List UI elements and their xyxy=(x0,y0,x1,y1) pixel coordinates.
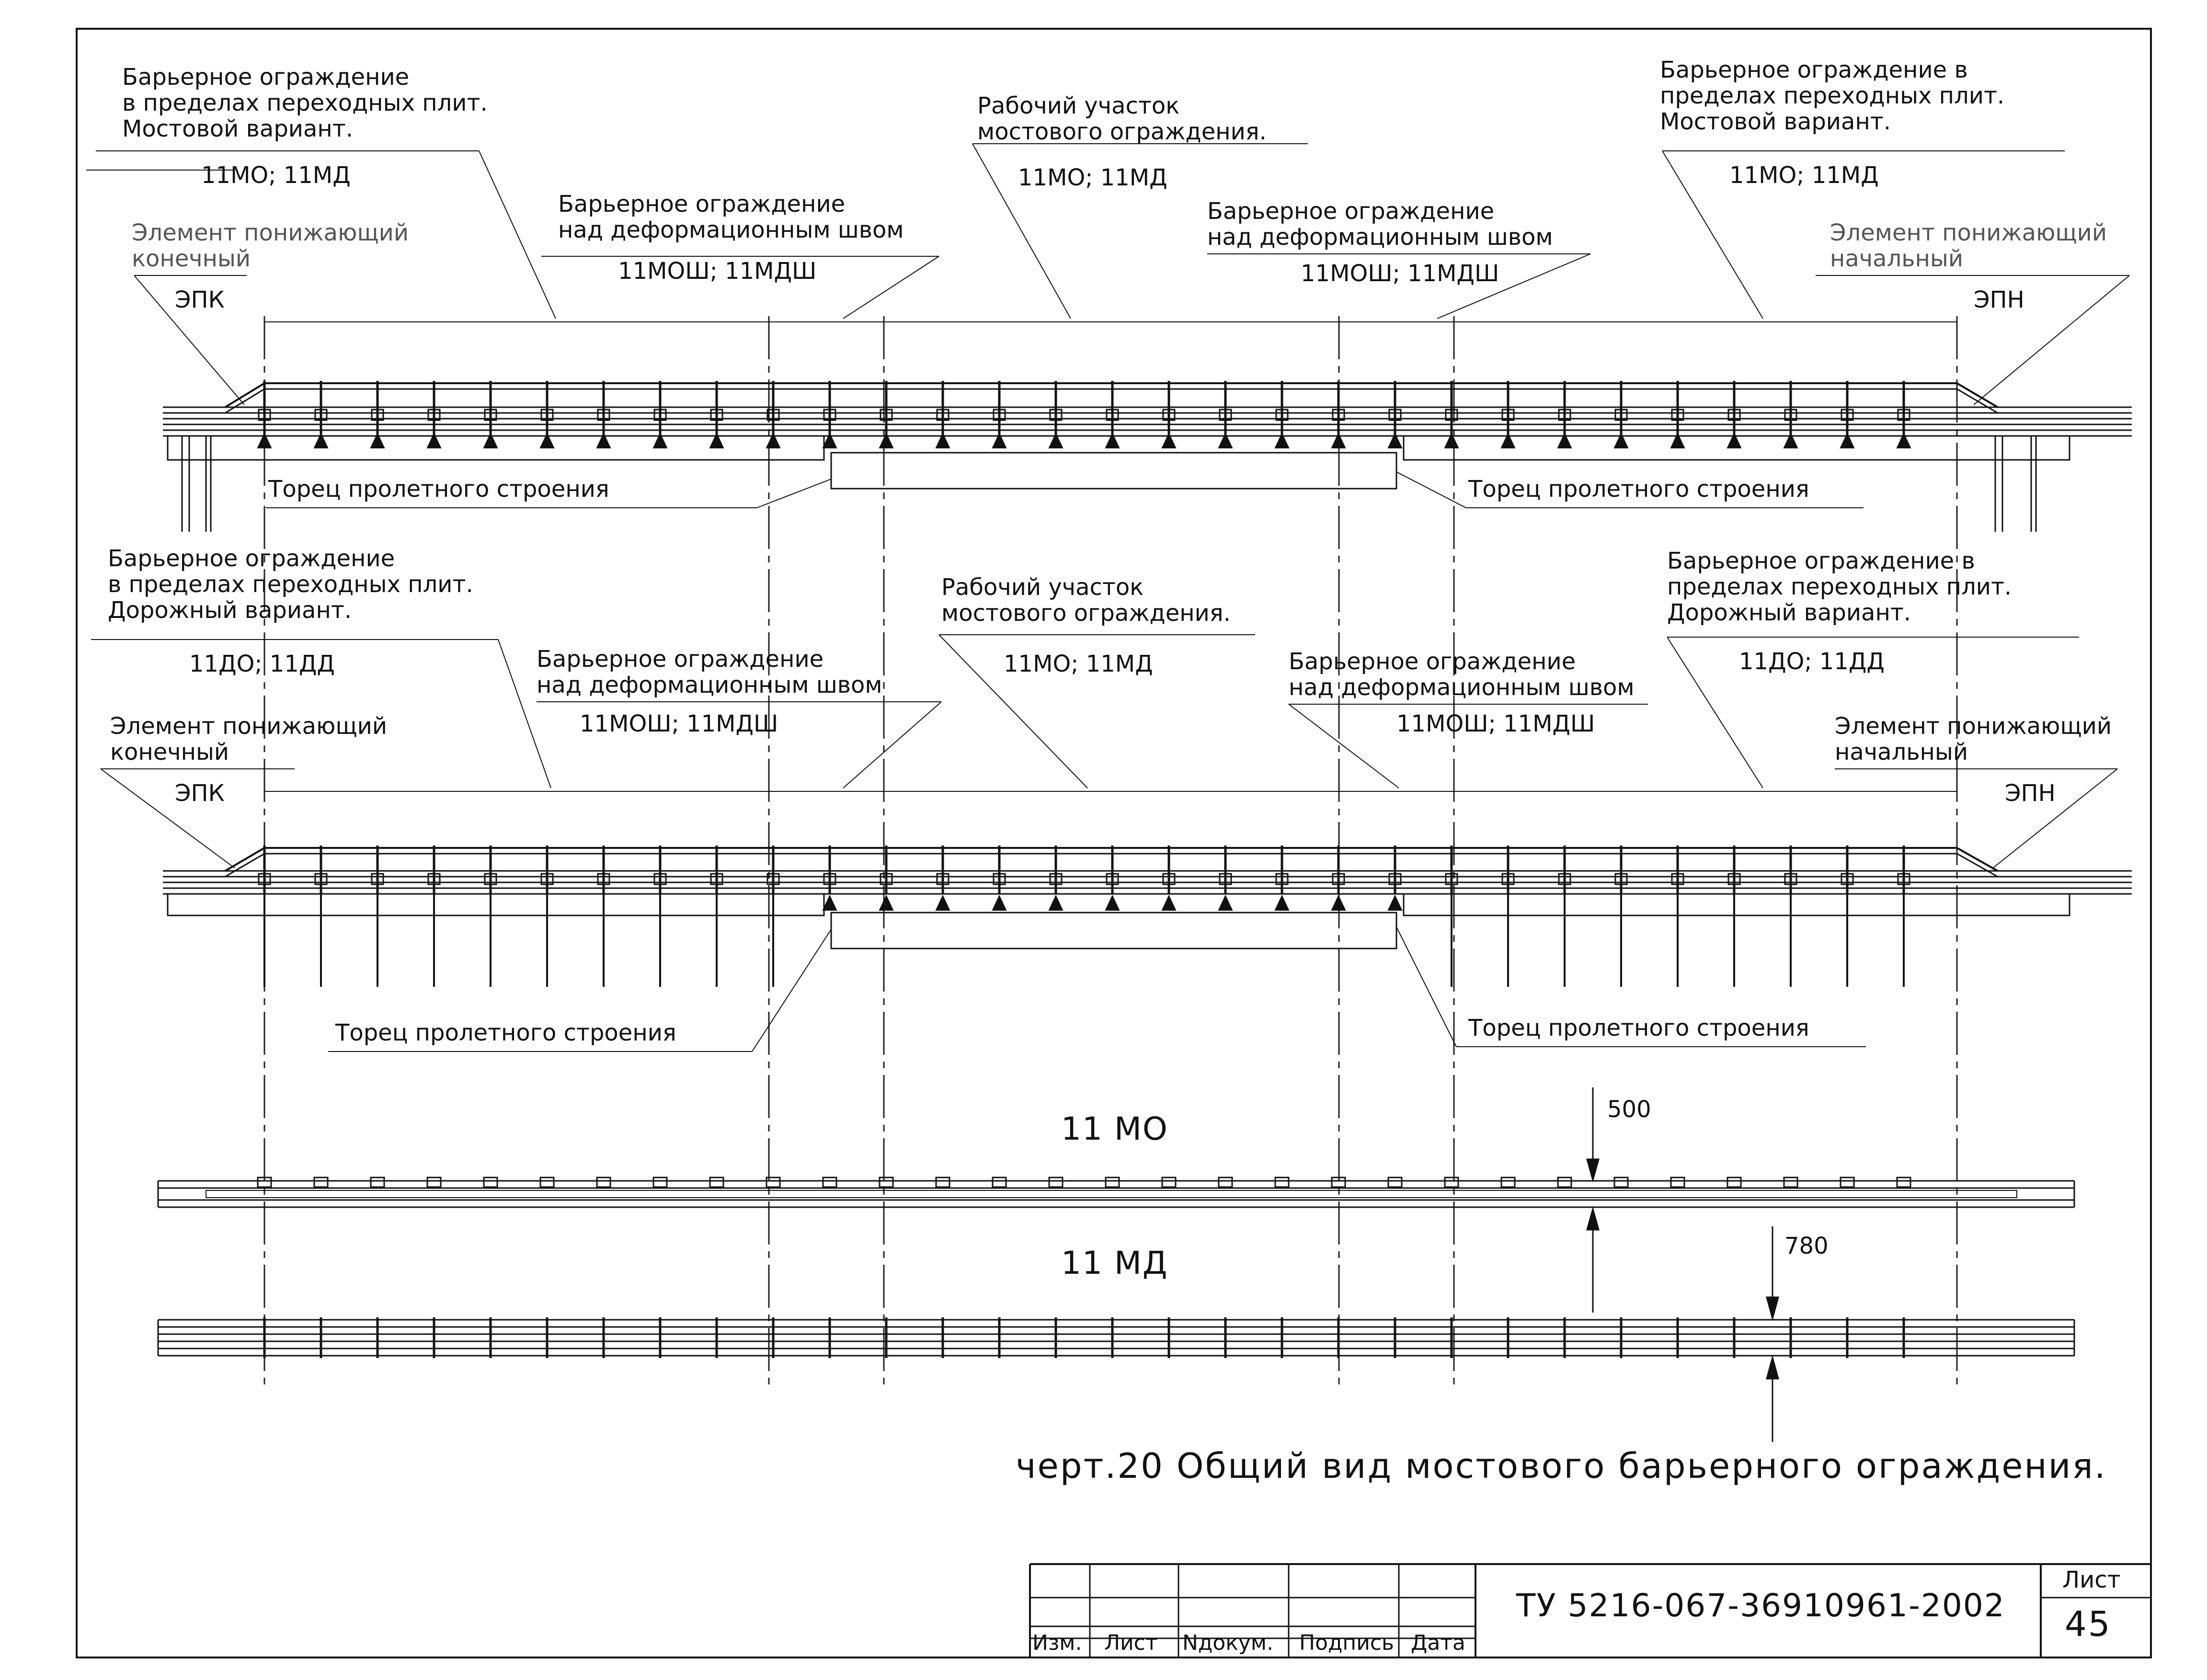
mid-right-transition-label: Барьерное ограждение в пределах переходн… xyxy=(1667,548,2012,626)
mid-span-end-left: Торец пролетного строения xyxy=(335,1019,676,1046)
mid-left-transition-codes: 11ДО; 11ДД xyxy=(189,651,335,677)
text-line: над деформационным швом xyxy=(1207,223,1553,251)
dimension-780-value: 780 xyxy=(1784,1233,1829,1259)
plan-11md-label: 11 МД xyxy=(1061,1245,1168,1281)
dimension-500-value: 500 xyxy=(1607,1096,1651,1123)
mid-working-codes: 11МО; 11МД xyxy=(1004,651,1153,677)
dimension-780 xyxy=(1766,1226,1779,1442)
text-line: Барьерное ограждение в xyxy=(1660,57,1968,83)
dimension-500 xyxy=(1586,1087,1600,1313)
top-span-end-right: Торец пролетного строения xyxy=(1468,476,1809,503)
mid-span-end-right: Торец пролетного строения xyxy=(1468,1015,1809,1041)
text-line: Барьерное ограждение xyxy=(558,191,846,217)
top-right-joint-codes: 11МОШ; 11МДШ xyxy=(1301,260,1499,287)
text-line: в пределах переходных плит. xyxy=(122,89,488,116)
text-line: Элемент понижающий xyxy=(110,713,388,740)
text-line: над деформационным швом xyxy=(558,216,904,243)
mid-left-joint-codes: 11МОШ; 11МДШ xyxy=(580,710,778,737)
text-line: Мостовой вариант. xyxy=(1660,108,1891,135)
top-right-joint-label: Барьерное ограждение над деформационным … xyxy=(1207,198,1553,251)
text-line: в пределах переходных плит. xyxy=(108,571,473,598)
top-elevation xyxy=(86,143,2132,532)
top-left-end-code: ЭПК xyxy=(175,286,225,313)
top-right-start-label: Элемент понижающий начальный xyxy=(1830,220,2107,272)
top-left-transition-codes: 11МО; 11МД xyxy=(201,162,351,189)
mid-left-end-code: ЭПК xyxy=(175,780,225,807)
mid-right-joint-codes: 11МОШ; 11МДШ xyxy=(1396,710,1595,737)
text-line: над деформационным швом xyxy=(1289,674,1635,701)
mid-left-joint-label: Барьерное ограждение над деформационным … xyxy=(537,646,882,698)
text-line: над деформационным швом xyxy=(537,671,882,698)
mid-left-transition-label: Барьерное ограждение в пределах переходн… xyxy=(108,546,473,623)
drawing-frame xyxy=(76,28,2152,1658)
top-right-transition-label: Барьерное ограждение в пределах переходн… xyxy=(1660,57,2004,135)
text-line: пределах переходных плит. xyxy=(1660,82,2005,109)
text-line: Мостовой вариант. xyxy=(122,115,353,142)
tb-header-podpis: Подпись xyxy=(1299,1631,1394,1655)
top-left-joint-codes: 11МОШ; 11МДШ xyxy=(618,258,817,285)
top-left-transition-label: Барьерное ограждение в пределах переходн… xyxy=(122,64,488,142)
plan-11md xyxy=(157,1317,2075,1358)
top-right-transition-codes: 11МО; 11МД xyxy=(1729,162,1879,189)
plan-11mo-label: 11 МО xyxy=(1061,1110,1168,1147)
document-code: ТУ 5216-067-36910961-2002 xyxy=(1516,1587,2005,1624)
text-line: Барьерное ограждение xyxy=(108,545,395,572)
tb-header-ndokum: Nдокум. xyxy=(1182,1631,1274,1655)
mid-right-start-label: Элемент понижающий начальный xyxy=(1835,713,2112,766)
text-line: пределах переходных плит. xyxy=(1667,573,2012,600)
sheet-number: 45 xyxy=(2065,1604,2112,1644)
text-line: Элемент понижающий xyxy=(1835,713,2112,740)
top-left-end-label: Элемент понижающий конечный xyxy=(132,220,409,272)
middle-elevation xyxy=(91,634,2132,1052)
mid-left-end-label: Элемент понижающий конечный xyxy=(110,713,388,766)
text-line: мостового ограждения. xyxy=(941,599,1231,627)
text-line: Дорожный вариант. xyxy=(1667,599,1911,626)
text-line: Дорожный вариант. xyxy=(108,596,352,624)
text-line: конечный xyxy=(110,738,229,766)
top-working-codes: 11МО; 11МД xyxy=(1018,164,1167,191)
text-line: Рабочий участок xyxy=(941,574,1144,601)
text-line: Барьерное ограждение xyxy=(122,64,410,91)
text-line: Элемент понижающий xyxy=(132,219,409,246)
mid-right-joint-label: Барьерное ограждение над деформационным … xyxy=(1289,649,1635,701)
section-lines xyxy=(263,316,1958,1384)
top-working-label: Рабочий участок мостового ограждения. xyxy=(977,93,1267,145)
mid-right-start-code: ЭПН xyxy=(2005,780,2056,807)
top-span-end-left: Торец пролетного строения xyxy=(268,476,609,503)
text-line: мостового ограждения. xyxy=(977,118,1267,145)
text-line: Барьерное ограждение в xyxy=(1667,548,1975,574)
text-line: начальный xyxy=(1835,738,1968,766)
mid-right-transition-codes: 11ДО; 11ДД xyxy=(1739,648,1885,675)
mid-working-label: Рабочий участок мостового ограждения. xyxy=(941,574,1231,627)
tb-header-izm: Изм. xyxy=(1032,1631,1082,1655)
text-line: Барьерное ограждение xyxy=(537,646,824,673)
tb-header-list: Лист xyxy=(1104,1631,1158,1655)
title-block xyxy=(1029,1563,2151,1657)
drawing-caption: черт.20 Общий вид мостового барьерного о… xyxy=(1016,1446,2107,1486)
text-line: Элемент понижающий xyxy=(1830,219,2107,246)
text-line: начальный xyxy=(1830,245,1964,272)
top-right-start-code: ЭПН xyxy=(1974,286,2024,313)
sheet-label: Лист xyxy=(2062,1566,2121,1593)
text-line: конечный xyxy=(132,245,251,272)
text-line: Барьерное ограждение xyxy=(1289,648,1576,675)
tb-header-data: Дата xyxy=(1411,1631,1465,1655)
text-line: Барьерное ограждение xyxy=(1207,198,1495,225)
plan-11mo xyxy=(157,1177,2075,1208)
text-line: Рабочий участок xyxy=(977,92,1180,119)
top-left-joint-label: Барьерное ограждение над деформационным … xyxy=(558,191,904,243)
